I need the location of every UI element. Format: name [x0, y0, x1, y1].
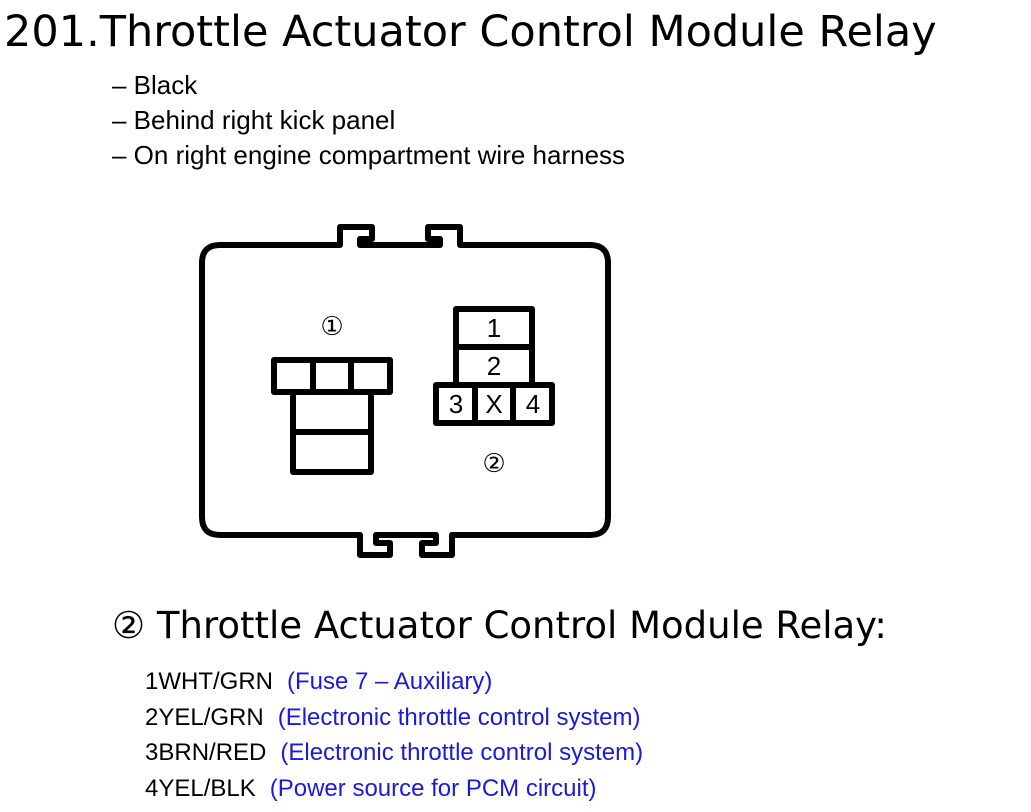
pin-row: 4YEL/BLK (Power source for PCM circuit)	[145, 771, 643, 807]
pin-list: 1WHT/GRN (Fuse 7 – Auxiliary) 2YEL/GRN (El…	[145, 664, 643, 806]
pin-row: 2YEL/GRN (Electronic throttle control sys…	[145, 700, 643, 736]
cavity-2: 2	[487, 351, 501, 381]
note-color: – Black	[112, 70, 198, 100]
connector-2	[433, 306, 555, 426]
location-notes: – Black – Behind right kick panel – On r…	[112, 68, 625, 173]
relay-housing-outline	[199, 224, 611, 558]
cavity-3: 3	[449, 389, 463, 419]
relay-diagram: ① ② 1 2 3 X 4	[199, 224, 611, 558]
connector-2-label: ②	[482, 449, 505, 479]
cavity-4: 4	[526, 389, 540, 419]
pinout-heading: ② Throttle Actuator Control Module Relay…	[112, 604, 887, 647]
pin-code: 3BRN/RED	[145, 739, 267, 766]
pin-code: 1WHT/GRN	[145, 668, 273, 695]
pin-row: 1WHT/GRN (Fuse 7 – Auxiliary)	[145, 664, 643, 700]
pin-row: 3BRN/RED (Electronic throttle control sys…	[145, 735, 643, 771]
cavity-x: X	[485, 389, 502, 419]
note-harness: – On right engine compartment wire harne…	[112, 140, 626, 170]
pin-description: (Electronic throttle control system)	[280, 739, 644, 766]
pin-description: (Power source for PCM circuit)	[269, 774, 597, 802]
cavity-1: 1	[487, 313, 501, 343]
note-location: – Behind right kick panel	[112, 105, 396, 135]
pin-description: (Electronic throttle control system)	[277, 703, 641, 731]
pin-code: 4YEL/BLK	[145, 774, 256, 802]
pin-code: 2YEL/GRN	[145, 703, 264, 731]
page-title: 201.Throttle Actuator Control Module Rel…	[4, 7, 937, 57]
connector-1-label: ①	[320, 312, 343, 342]
pin-description: (Fuse 7 – Auxiliary)	[287, 668, 493, 695]
connector-1	[271, 357, 393, 475]
